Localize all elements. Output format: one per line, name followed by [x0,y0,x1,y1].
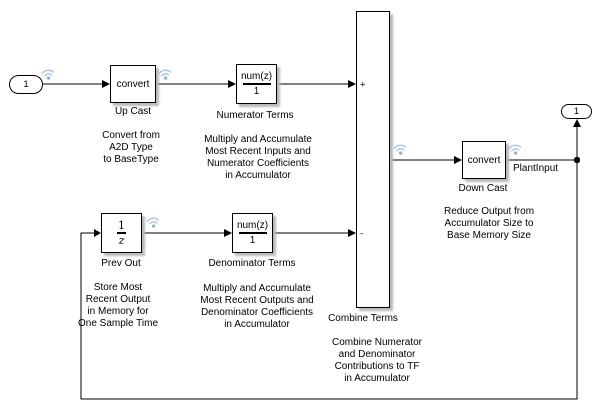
combine-terms-annotation[interactable]: Combine Numerator and Denominator Contri… [331,337,423,384]
down-cast-block-name[interactable]: Down Cast [458,183,508,194]
fraction-numerator: num(z) [236,220,269,232]
inport-label: 1 [23,79,29,90]
denominator-terms-block-name[interactable]: Denominator Terms [208,258,296,269]
fraction-bar [242,83,271,85]
logging-badge-icon[interactable] [40,65,57,82]
fraction-numerator: num(z) [240,71,273,83]
prev-out-block[interactable]: 1 z [101,213,142,253]
fraction-denominator: z [118,233,125,247]
denominator-terms-annotation[interactable]: Multiply and Accumulate Most Recent Outp… [200,283,314,330]
down-cast-block-text: convert [467,154,501,166]
fraction-numerator: 1 [118,219,125,233]
logging-badge-icon[interactable] [157,65,174,82]
outport-block[interactable]: 1 [561,104,592,119]
arrowhead [228,80,236,88]
combine-terms-sum-block[interactable]: + - [356,11,390,308]
numerator-terms-block-name[interactable]: Numerator Terms [216,110,294,121]
inport-block[interactable]: 1 [9,75,43,94]
plant-input-signal-label[interactable]: PlantInput [513,163,559,174]
arrowhead [348,80,356,88]
logging-badge-icon[interactable] [507,140,524,157]
unit-delay-fraction: 1 z [117,219,126,247]
sum-plus-sign: + [360,79,366,91]
arrowhead-up [573,119,581,127]
fraction-bar [117,232,126,234]
down-cast-annotation[interactable]: Reduce Output from Accumulator Size to B… [443,206,535,241]
numerator-terms-annotation[interactable]: Multiply and Accumulate Most Recent Inpu… [204,134,312,181]
numerator-terms-fraction: num(z) 1 [241,71,272,96]
outport-label: 1 [573,106,580,117]
combine-terms-block-name[interactable]: Combine Terms [328,313,398,324]
arrowhead [348,229,356,237]
logging-badge-icon[interactable] [145,213,162,230]
up-cast-annotation[interactable]: Convert from A2D Type to BaseType [102,130,160,165]
arrowhead [94,229,101,237]
fraction-denominator: 1 [249,234,256,246]
down-cast-block[interactable]: convert [462,141,506,179]
denominator-terms-fraction: num(z) 1 [237,220,268,245]
numerator-terms-block[interactable]: num(z) 1 [236,64,277,104]
fraction-bar [238,232,267,234]
logging-badge-icon[interactable] [392,140,409,157]
denominator-terms-block[interactable]: num(z) 1 [232,213,273,253]
prev-out-block-name[interactable]: Prev Out [101,258,141,269]
prev-out-annotation[interactable]: Store Most Recent Output in Memory for O… [77,282,159,329]
fraction-denominator: 1 [253,85,260,97]
arrowhead [454,156,462,164]
up-cast-block[interactable]: convert [110,65,156,103]
arrowhead [224,229,232,237]
up-cast-block-name[interactable]: Up Cast [114,106,152,117]
arrowhead [102,80,110,88]
sum-minus-sign: - [360,228,364,240]
wire-feedback-loop[interactable] [80,160,578,400]
up-cast-block-text: convert [116,78,150,90]
